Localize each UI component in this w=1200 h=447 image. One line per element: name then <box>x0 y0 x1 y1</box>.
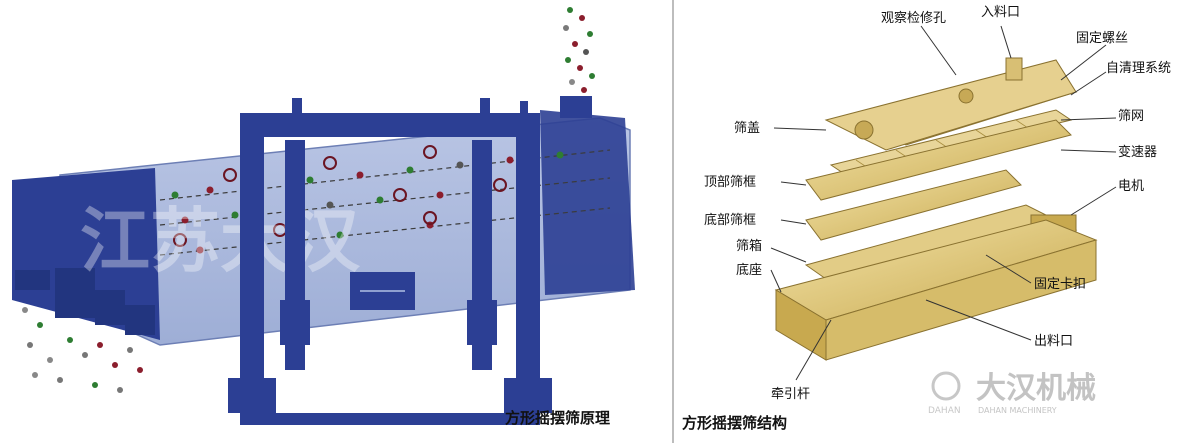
label-bottom-frame: 底部筛框 <box>704 212 756 228</box>
watermark: 江苏大汉 <box>80 200 361 282</box>
structure-panel: 观察检修孔 入料口 固定螺丝 自清理系统 筛盖 筛网 变速器 顶部筛框 电机 底… <box>676 0 1200 443</box>
label-base: 底座 <box>736 262 762 278</box>
label-pull-rod: 牵引杆 <box>771 387 810 402</box>
brand-tagline: DAHAN MACHINERY <box>978 406 1057 415</box>
label-motor: 电机 <box>1118 179 1144 194</box>
inlet-hopper <box>560 96 592 118</box>
label-cover: 筛盖 <box>734 121 760 136</box>
principle-panel: 江苏大汉 <box>12 7 635 427</box>
label-fixing-screw: 固定螺丝 <box>1076 31 1128 46</box>
leader-lines <box>770 25 1117 381</box>
top-frame <box>805 119 1072 201</box>
principle-illustration: 江苏大汉 <box>12 7 635 427</box>
label-reducer: 变速器 <box>1118 144 1157 160</box>
falling-material-top <box>563 7 595 93</box>
label-inspection-hole: 观察检修孔 <box>881 11 946 26</box>
brand-logo: DAHAN <box>928 371 961 416</box>
principle-caption: 方形摇摆筛原理 <box>505 409 610 427</box>
brand-name-en: DAHAN <box>928 406 961 416</box>
label-mesh: 筛网 <box>1118 109 1144 124</box>
label-box: 筛箱 <box>736 238 762 254</box>
support-frame <box>228 98 552 425</box>
label-outlet: 出料口 <box>1034 334 1073 349</box>
label-inlet: 入料口 <box>981 5 1020 20</box>
brand-name-cn: 大汉机械 <box>976 371 1096 406</box>
label-self-clean: 自清理系统 <box>1106 61 1171 76</box>
structure-illustration: 观察检修孔 入料口 固定螺丝 自清理系统 筛盖 筛网 变速器 顶部筛框 电机 底… <box>682 5 1171 432</box>
bottom-frame <box>805 169 1022 241</box>
panel-divider <box>672 0 674 443</box>
label-top-frame: 顶部筛框 <box>704 175 756 190</box>
inlet-port <box>1005 57 1023 81</box>
falling-material-bottom <box>22 307 143 393</box>
structure-caption: 方形摇摆筛结构 <box>682 414 787 432</box>
label-clamp: 固定卡扣 <box>1034 277 1086 292</box>
